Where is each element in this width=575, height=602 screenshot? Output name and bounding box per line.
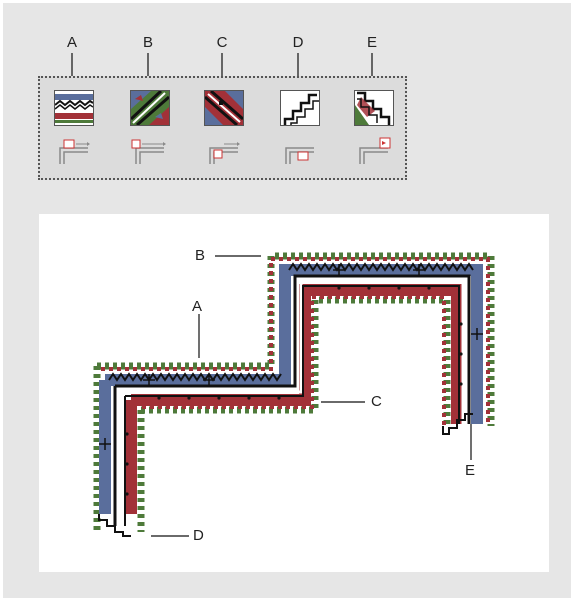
end-tile[interactable] — [354, 90, 394, 126]
label-d: D — [193, 527, 204, 544]
start-tile[interactable] — [280, 90, 320, 126]
tile-label-b: B — [142, 34, 153, 51]
callout-leader-lines — [151, 255, 472, 537]
pattern-brush-preview: B A C D E — [39, 214, 549, 572]
label-b: B — [195, 247, 206, 264]
tile-label-d: D — [292, 34, 304, 51]
side-tile-slot-icon — [54, 136, 94, 166]
border-stroke-illustration — [93, 252, 495, 537]
inner-corner-tile[interactable] — [204, 90, 244, 126]
border-trim — [93, 252, 495, 532]
tile-label-a: A — [66, 34, 77, 51]
tile-label-c: C — [216, 34, 228, 51]
pattern-tiles-panel — [38, 76, 407, 180]
side-tile[interactable] — [54, 90, 94, 126]
label-a: A — [192, 298, 203, 315]
label-e: E — [465, 462, 476, 479]
start-slot-icon — [280, 136, 320, 166]
inner-corner-slot-icon — [204, 136, 244, 166]
outer-corner-tile[interactable] — [130, 90, 170, 126]
end-slot-icon — [354, 136, 394, 166]
tile-label-e: E — [366, 34, 377, 51]
label-c: C — [371, 393, 382, 410]
outer-corner-slot-icon — [130, 136, 170, 166]
